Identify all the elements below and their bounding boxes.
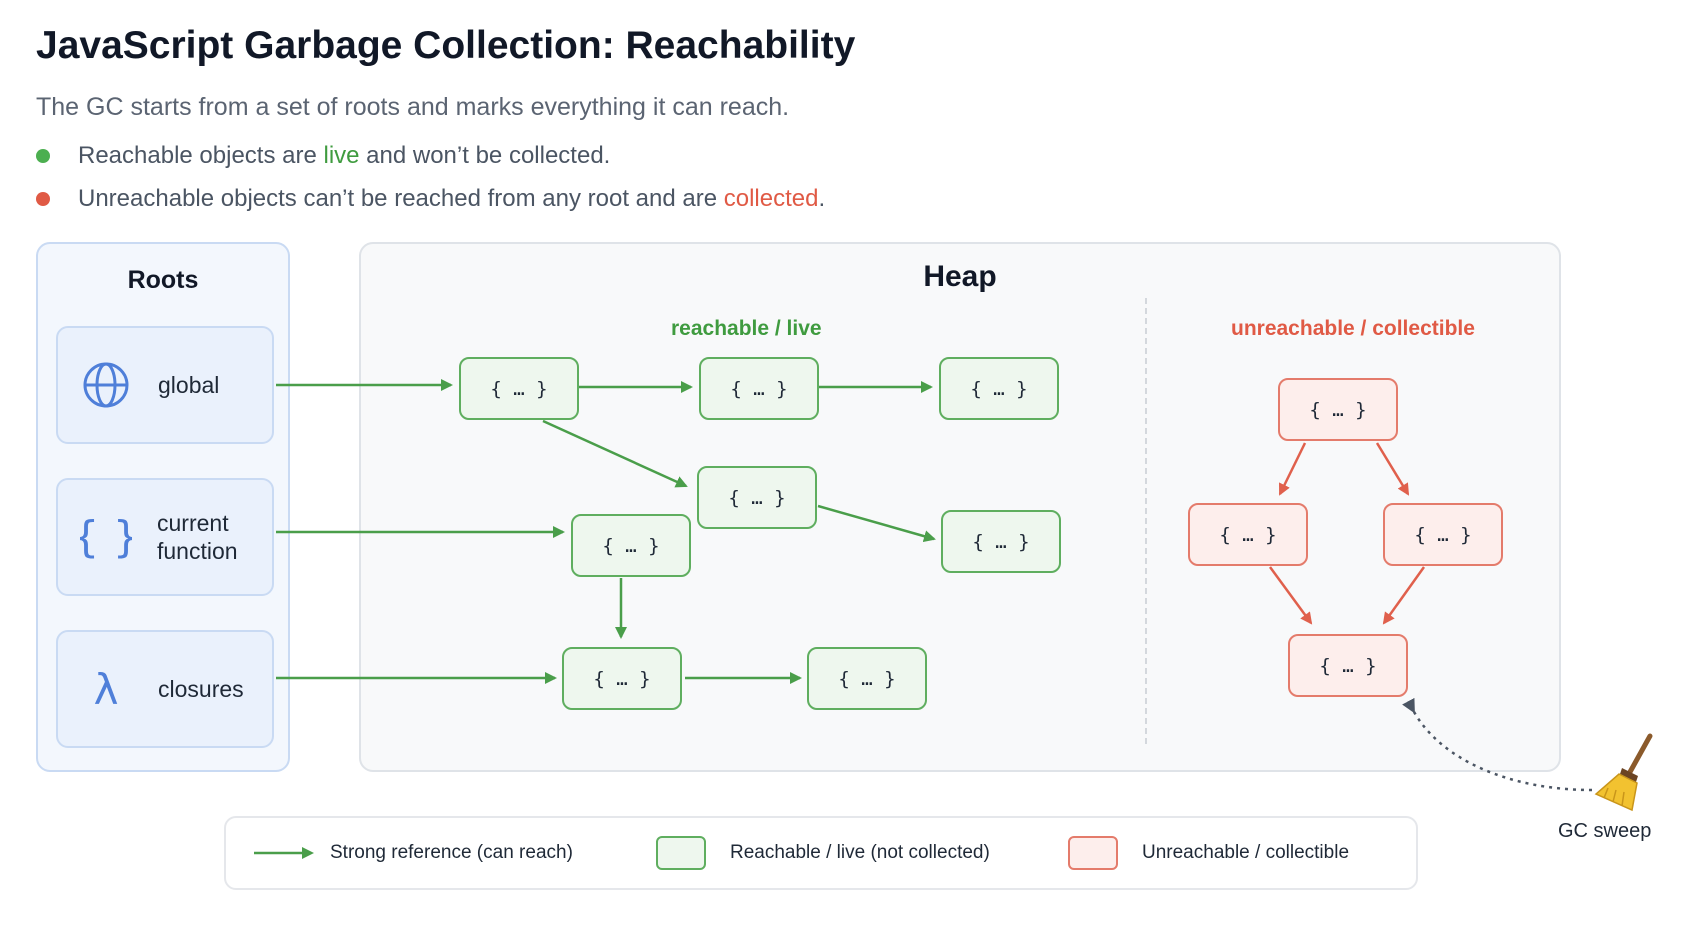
heap-object-live: { … } <box>941 510 1061 573</box>
reachable-swatch <box>656 836 706 870</box>
heap-object-unreachable: { … } <box>1288 634 1408 697</box>
bullet-highlight-live: live <box>323 142 360 169</box>
svg-text:{ }: { } <box>80 512 132 561</box>
root-current-function: { } current function <box>56 478 274 596</box>
root-global: global <box>56 326 274 444</box>
globe-icon <box>80 359 132 411</box>
lambda-icon: λ <box>80 663 132 715</box>
heap-object-live: { … } <box>459 357 579 420</box>
heap-object-live: { … } <box>697 466 817 529</box>
roots-title: Roots <box>127 266 199 294</box>
bullet-text-post: . <box>818 185 826 212</box>
svg-text:λ: λ <box>94 665 119 714</box>
legend-strong-reference-label: Strong reference (can reach) <box>330 842 573 863</box>
heap-object-unreachable: { … } <box>1188 503 1308 566</box>
heap-object-unreachable: { … } <box>1278 378 1398 441</box>
broom-icon <box>1594 733 1653 812</box>
gc-sweep-label: GC sweep <box>1558 820 1652 842</box>
legend-unreachable: Unreachable / collectible <box>1068 818 1349 888</box>
bullet-text-pre: Reachable objects are <box>78 142 324 169</box>
bullet-text-pre: Unreachable objects can’t be reached fro… <box>78 185 724 212</box>
bullet-unreachable: Unreachable objects can’t be reached fro… <box>36 185 825 213</box>
root-label-current-function: current function <box>157 509 238 565</box>
legend-reachable: Reachable / live (not collected) <box>656 818 990 888</box>
heap-title: Heap <box>923 260 997 293</box>
heap-object-live: { … } <box>571 514 691 577</box>
bullet-reachable: Reachable objects are live and won’t be … <box>36 142 610 170</box>
root-closures: λ closures <box>56 630 274 748</box>
red-dot-icon <box>36 192 50 206</box>
unreachable-swatch <box>1068 836 1118 870</box>
heap-object-live: { … } <box>699 357 819 420</box>
legend-strong-reference: Strong reference (can reach) <box>252 818 573 888</box>
page-subtitle: The GC starts from a set of roots and ma… <box>36 93 790 121</box>
bullet-text-post: and won’t be collected. <box>359 142 611 169</box>
legend-reachable-label: Reachable / live (not collected) <box>730 842 990 863</box>
heap-object-live: { … } <box>807 647 927 710</box>
heap-divider <box>1145 298 1147 744</box>
root-label-global: global <box>158 372 220 398</box>
page-title: JavaScript Garbage Collection: Reachabil… <box>36 24 856 67</box>
heap-object-unreachable: { … } <box>1383 503 1503 566</box>
legend-unreachable-label: Unreachable / collectible <box>1142 842 1350 863</box>
root-label-line-2: function <box>157 538 238 564</box>
green-dot-icon <box>36 149 50 163</box>
root-label-closures: closures <box>158 676 244 702</box>
roots-panel: Roots global { } current function λ c <box>36 242 290 772</box>
braces-icon: { } <box>80 511 132 563</box>
arrow-icon <box>254 847 314 859</box>
reachable-zone-label: reachable / live <box>671 317 822 340</box>
bullet-highlight-collected: collected <box>723 185 819 212</box>
legend: Strong reference (can reach) Reachable /… <box>224 816 1418 890</box>
heap-object-live: { … } <box>562 647 682 710</box>
root-label-line-1: current <box>157 510 229 536</box>
heap-object-live: { … } <box>939 357 1059 420</box>
unreachable-zone-label: unreachable / collectible <box>1231 317 1475 340</box>
